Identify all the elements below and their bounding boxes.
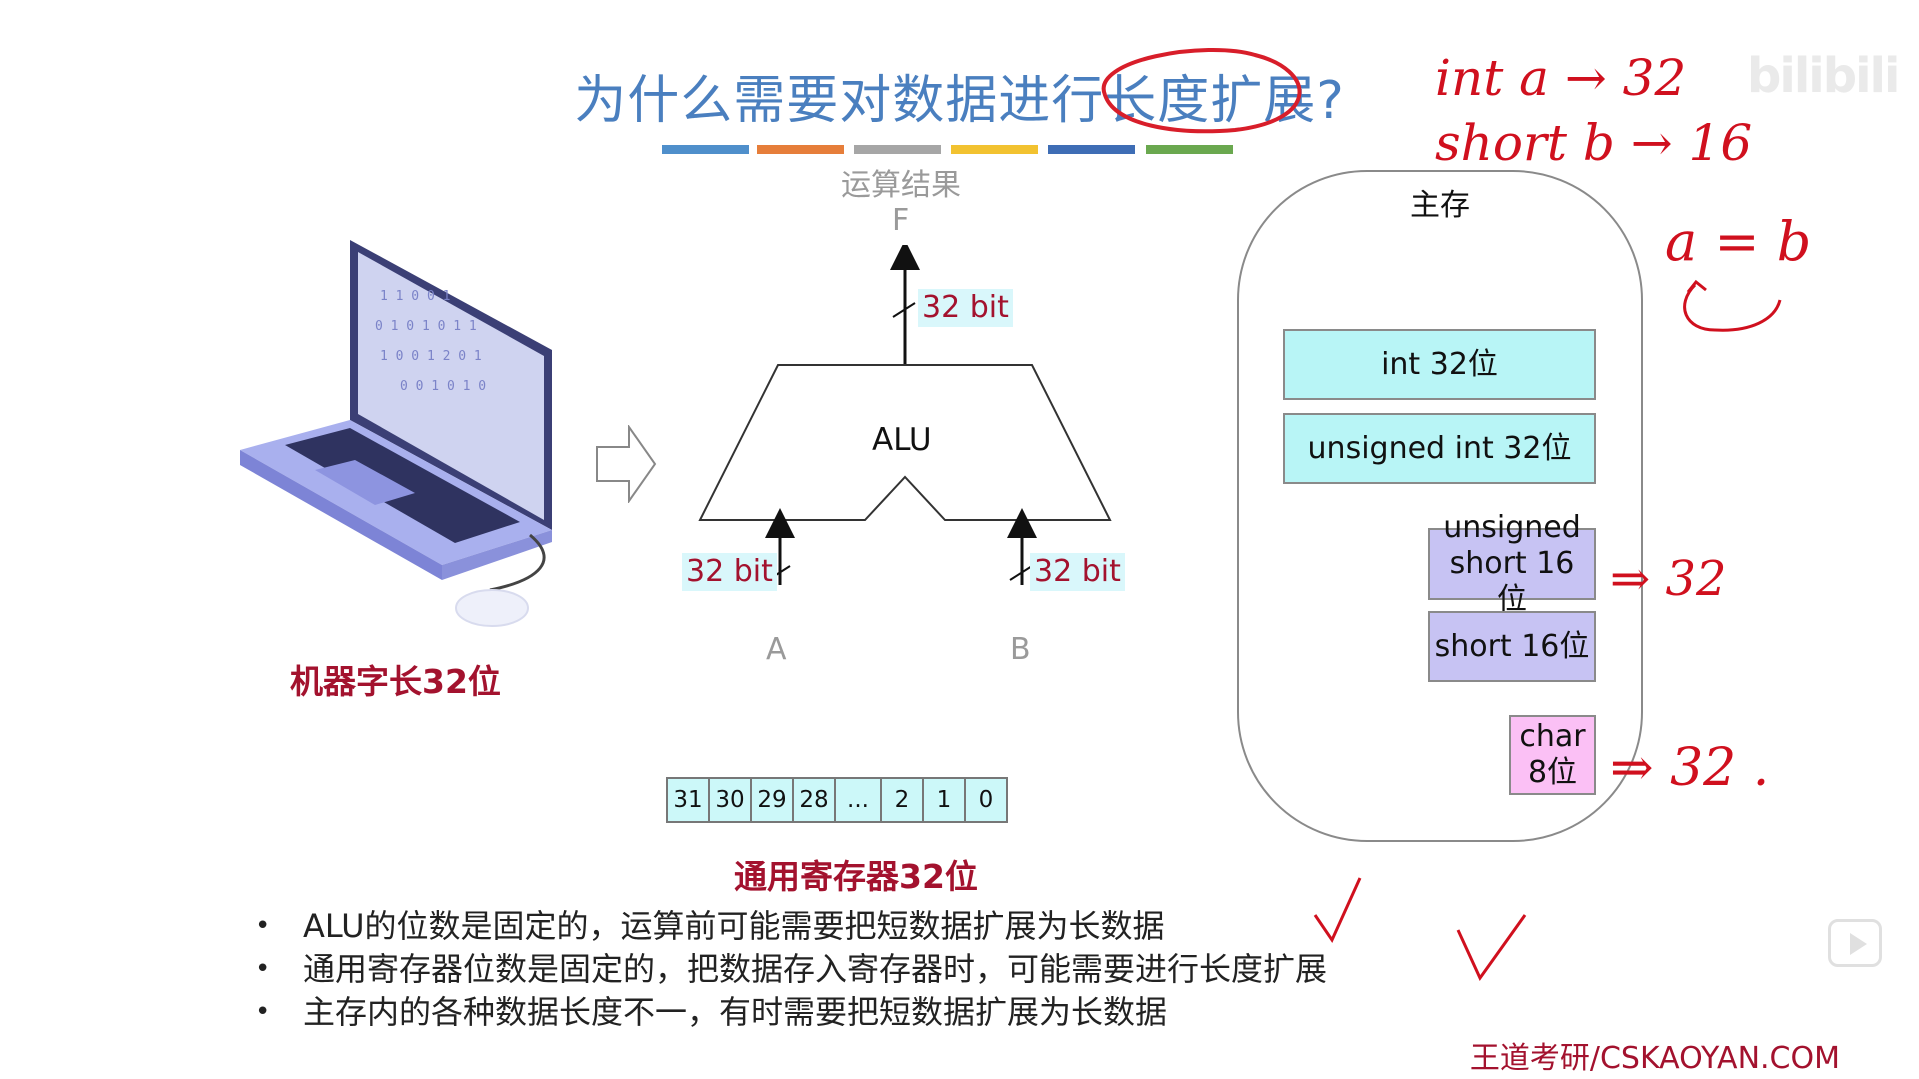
alu-output-bits: 32 bit	[918, 289, 1013, 327]
register-cell: 30	[708, 777, 752, 823]
color-bar	[951, 145, 1038, 154]
slide-title: 为什么需要对数据进行长度扩展?	[574, 71, 1345, 131]
check-marks	[1313, 877, 1527, 981]
bullet-item: ALU的位数是固定的，运算前可能需要把短数据扩展为长数据	[255, 905, 1327, 948]
laptop-illustration: 1 1 0 0 1 0 1 0 1 0 1 1 1 0 0 1 2 0 1 0 …	[240, 240, 552, 627]
color-bar	[662, 145, 749, 154]
bullet-item: 通用寄存器位数是固定的，把数据存入寄存器时，可能需要进行长度扩展	[255, 948, 1327, 991]
register-cell: 31	[666, 777, 710, 823]
handwriting-line3: a = b	[1665, 210, 1811, 273]
word-length-caption: 机器字长32位	[290, 662, 501, 701]
memory-box-char: char 8位	[1509, 715, 1596, 795]
play-button-icon[interactable]	[1828, 919, 1882, 967]
handwriting-arrow-char: ⇒ 32 .	[1610, 738, 1769, 798]
bullet-item: 主存内的各种数据长度不一，有时需要把短数据扩展为长数据	[255, 991, 1327, 1034]
alu-diagram	[698, 245, 1112, 585]
svg-text:0 1 0 1 0 1 1: 0 1 0 1 0 1 1	[375, 319, 477, 334]
bullet-list: ALU的位数是固定的，运算前可能需要把短数据扩展为长数据 通用寄存器位数是固定的…	[255, 905, 1327, 1034]
main-memory-container	[1237, 170, 1643, 842]
color-bar	[1146, 145, 1233, 154]
register-cell: 2	[880, 777, 924, 823]
alu-output-label: F	[892, 203, 910, 238]
brand-footer: 王道考研/CSKAOYAN.COM	[1469, 1041, 1840, 1076]
handwriting-line1: int a → 32	[1435, 49, 1686, 107]
alu-input-b-label: B	[1010, 632, 1031, 667]
register-cell: 28	[792, 777, 836, 823]
color-bar	[854, 145, 941, 154]
alu-input-a-bits: 32 bit	[682, 553, 777, 591]
svg-text:1 1 0 0 1: 1 1 0 0 1	[380, 289, 450, 304]
main-memory-title: 主存	[1410, 188, 1470, 223]
handwritten-annotations: int a → 32 short b → 16 a = b ⇒ 32 ⇒ 32 …	[1435, 49, 1811, 798]
memory-box-unsigned-int: unsigned int 32位	[1283, 413, 1596, 484]
alu-result-label: 运算结果	[841, 168, 961, 203]
register-caption: 通用寄存器32位	[734, 857, 978, 896]
alu-name: ALU	[872, 422, 932, 458]
handwriting-line2: short b → 16	[1435, 114, 1752, 172]
hollow-arrow-icon	[596, 425, 657, 503]
bilibili-watermark-logo: bilibili	[1747, 48, 1900, 104]
register-cell: 29	[750, 777, 794, 823]
register-cell: 1	[922, 777, 966, 823]
color-bar	[1048, 145, 1135, 154]
title-circle-annotation	[1101, 48, 1302, 134]
register-cell: 0	[964, 777, 1008, 823]
alu-input-a-label: A	[766, 632, 787, 667]
svg-text:1 0 0 1 2 0 1: 1 0 0 1 2 0 1	[380, 349, 482, 364]
color-bar	[757, 145, 844, 154]
register-cells: 31 30 29 28 ... 2 1 0	[666, 777, 1008, 823]
handwriting-arrow-unsigned-short: ⇒ 32	[1610, 551, 1727, 607]
memory-box-int: int 32位	[1283, 329, 1596, 400]
svg-text:0 0 1 0 1 0: 0 0 1 0 1 0	[400, 379, 486, 394]
alu-input-b-bits: 32 bit	[1030, 553, 1125, 591]
register-cell: ...	[834, 777, 882, 823]
memory-box-unsigned-short: unsigned short 16位	[1428, 510, 1596, 617]
memory-box-short: short 16位	[1428, 611, 1596, 682]
